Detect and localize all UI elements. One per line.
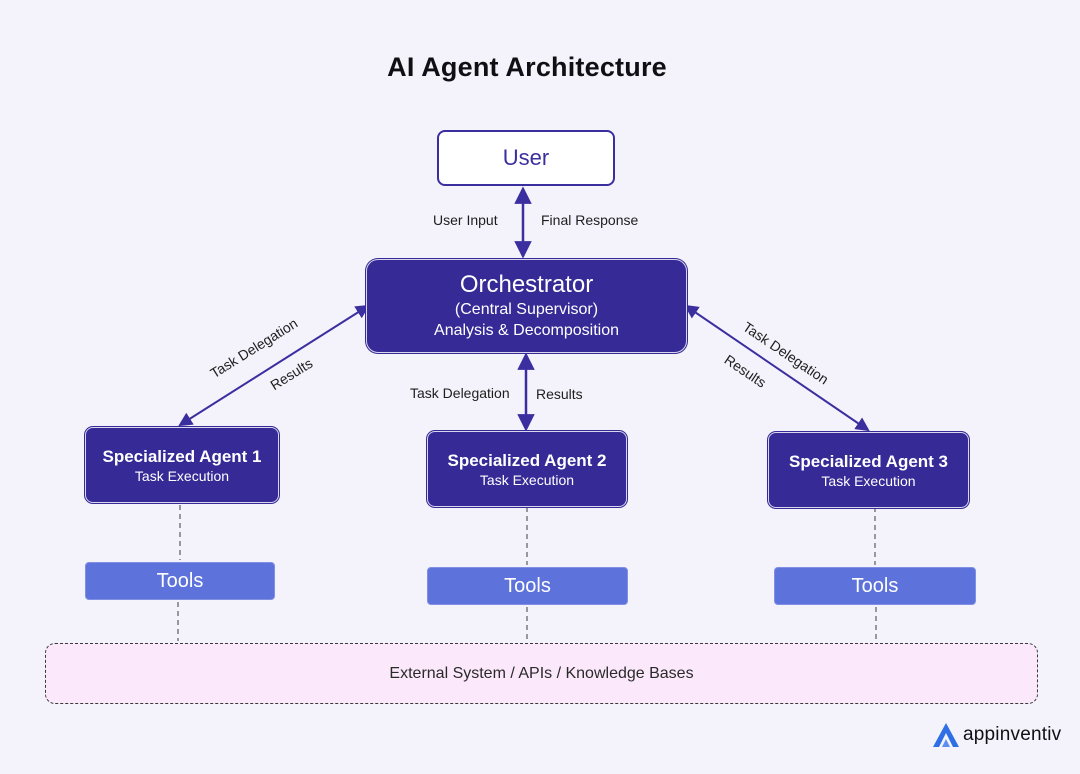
orchestrator-description: Analysis & Decomposition <box>434 322 619 339</box>
brand-name: appinventiv <box>963 724 1062 745</box>
agent-subtitle: Task Execution <box>479 471 575 488</box>
tools-node-2: Tools <box>427 567 628 605</box>
agent-node-2: Specialized Agent 2 Task Execution <box>427 431 627 507</box>
external-systems-node: External System / APIs / Knowledge Bases <box>45 643 1038 704</box>
brand-logo: appinventiv <box>932 722 1061 748</box>
agent-name: Specialized Agent 2 <box>447 450 607 470</box>
agent-node-3: Specialized Agent 3 Task Execution <box>768 432 969 508</box>
orchestrator-node: Orchestrator (Central Supervisor) Analys… <box>366 259 687 353</box>
agent-node-1: Specialized Agent 1 Task Execution <box>85 427 279 503</box>
orchestrator-title: Orchestrator <box>459 271 594 298</box>
task-delegation-label-2: Task Delegation <box>410 385 510 401</box>
tools-node-1: Tools <box>85 562 275 600</box>
final-response-label: Final Response <box>541 212 639 228</box>
agent-name: Specialized Agent 1 <box>102 446 262 466</box>
diagram-title: AI Agent Architecture <box>387 52 667 82</box>
tools-node-3: Tools <box>774 567 976 605</box>
user-node: User <box>437 130 615 186</box>
orchestrator-agent3-arrow <box>684 304 870 432</box>
results-label-2: Results <box>536 386 583 402</box>
agent-name: Specialized Agent 3 <box>788 451 949 471</box>
orchestrator-agent1-arrow <box>178 304 370 427</box>
orchestrator-subtitle: (Central Supervisor) <box>454 301 599 318</box>
user-input-label: User Input <box>433 212 498 228</box>
agent-subtitle: Task Execution <box>821 472 916 489</box>
appinventiv-logo-icon <box>933 723 959 747</box>
agent-subtitle: Task Execution <box>134 467 230 484</box>
